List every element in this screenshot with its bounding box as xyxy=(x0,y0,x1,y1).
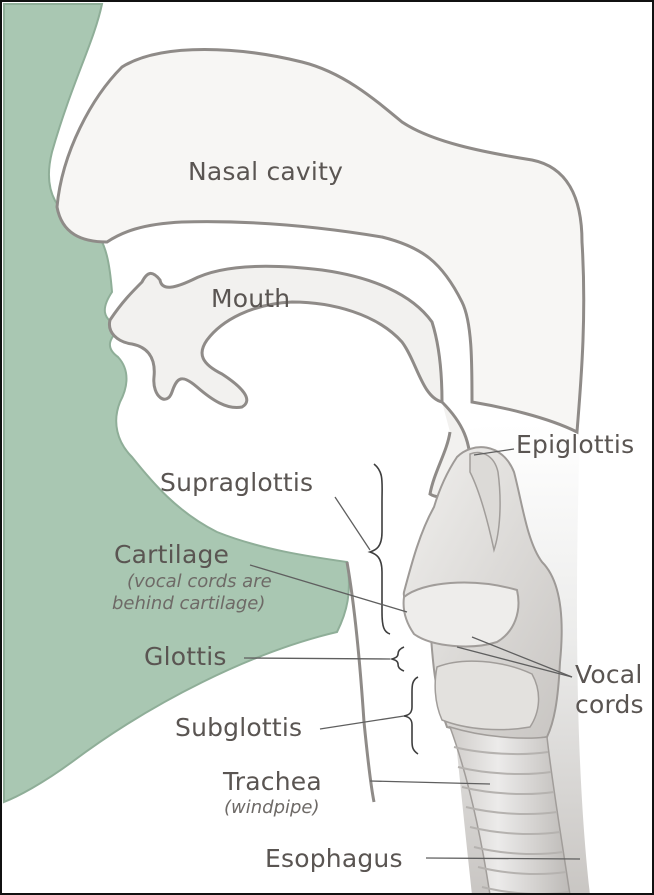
label-nasal-cavity: Nasal cavity xyxy=(188,159,343,184)
leader-supraglottis xyxy=(335,497,370,550)
glottis-brace xyxy=(392,647,404,671)
nasal-cavity-shape xyxy=(57,50,584,433)
cricoid-rings xyxy=(435,661,538,730)
label-trachea-note: (windpipe) xyxy=(224,798,320,819)
label-mouth: Mouth xyxy=(211,286,290,311)
label-subglottis: Subglottis xyxy=(175,715,302,740)
thyroid-cartilage xyxy=(404,583,519,647)
label-trachea: Trachea xyxy=(223,769,322,794)
label-vocal: Vocal xyxy=(575,662,642,687)
subglottis-brace xyxy=(404,677,418,754)
label-cartilage-note-1: (vocal cords are xyxy=(127,572,272,593)
supraglottis-brace xyxy=(370,464,390,634)
label-epiglottis: Epiglottis xyxy=(516,432,634,457)
label-cartilage-note-2: behind cartilage) xyxy=(112,594,265,615)
label-supraglottis: Supraglottis xyxy=(160,470,313,495)
label-glottis: Glottis xyxy=(144,644,227,669)
label-cartilage: Cartilage xyxy=(114,542,229,567)
leader-subglottis xyxy=(320,716,404,729)
label-cords: cords xyxy=(575,692,644,717)
leader-glottis xyxy=(244,658,390,659)
label-esophagus: Esophagus xyxy=(265,846,403,871)
